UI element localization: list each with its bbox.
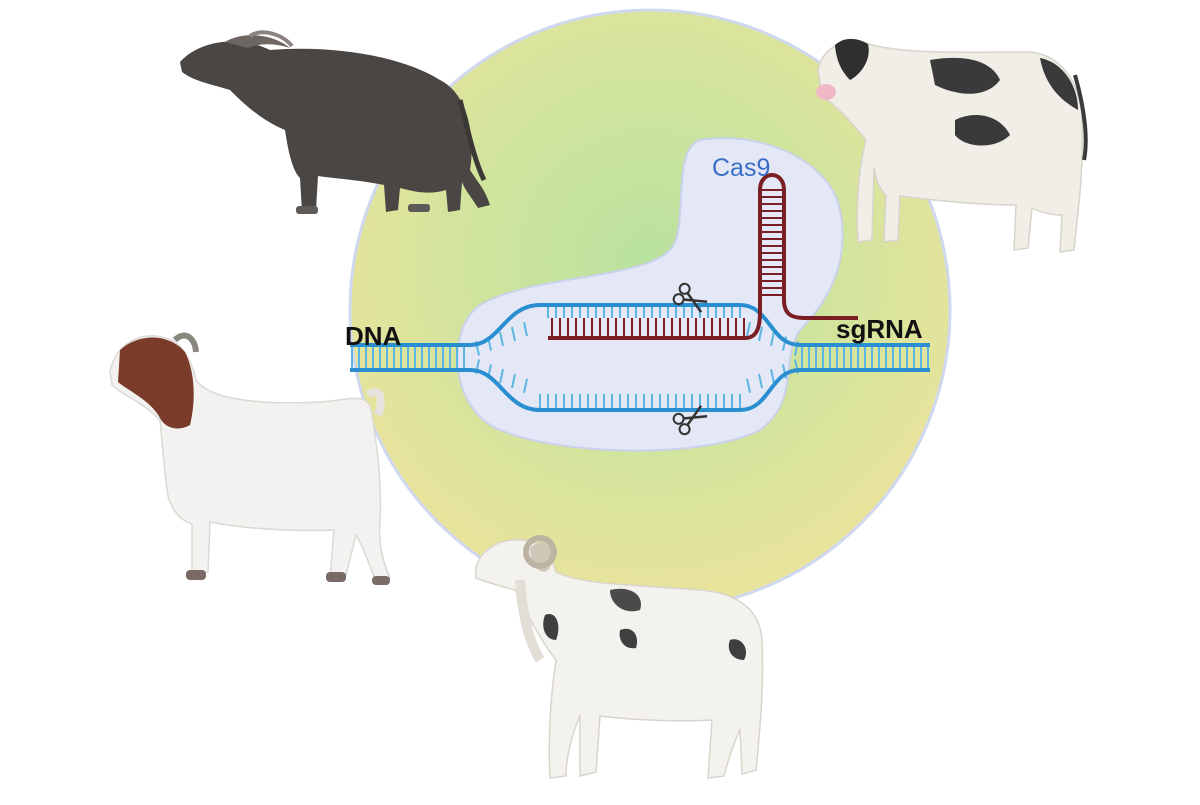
- water-buffalo-illustration: [180, 30, 490, 214]
- dna-top-strand: [350, 303, 930, 347]
- sgrna-backbone: [548, 173, 858, 340]
- cas9-label: Cas9: [712, 154, 770, 182]
- dna-base: [511, 373, 516, 389]
- dna-base: [746, 321, 751, 337]
- dna-base: [511, 326, 516, 342]
- sgrna-label: sgRNA: [836, 314, 923, 344]
- dna-base: [758, 326, 763, 342]
- dna-base: [523, 321, 528, 337]
- scissors-icon: [672, 282, 708, 313]
- dna-base: [758, 373, 763, 389]
- dna-bottom-strand: [350, 368, 930, 412]
- dna-base: [770, 368, 775, 384]
- dna-label: DNA: [345, 321, 402, 351]
- dna-base: [499, 331, 504, 347]
- dna-base: [523, 378, 528, 394]
- holstein-calf-illustration: [816, 38, 1088, 253]
- cas9-protein-body: [456, 137, 844, 452]
- dna-base: [770, 331, 775, 347]
- dna-double-strand: [350, 303, 930, 412]
- sgrna-strand: [548, 173, 858, 340]
- dna-base: [499, 368, 504, 384]
- spotted-sheep-illustration: [475, 535, 764, 779]
- boer-goat-illustration: [109, 332, 392, 585]
- scissors-icon: [672, 405, 708, 436]
- dna-base: [746, 378, 751, 394]
